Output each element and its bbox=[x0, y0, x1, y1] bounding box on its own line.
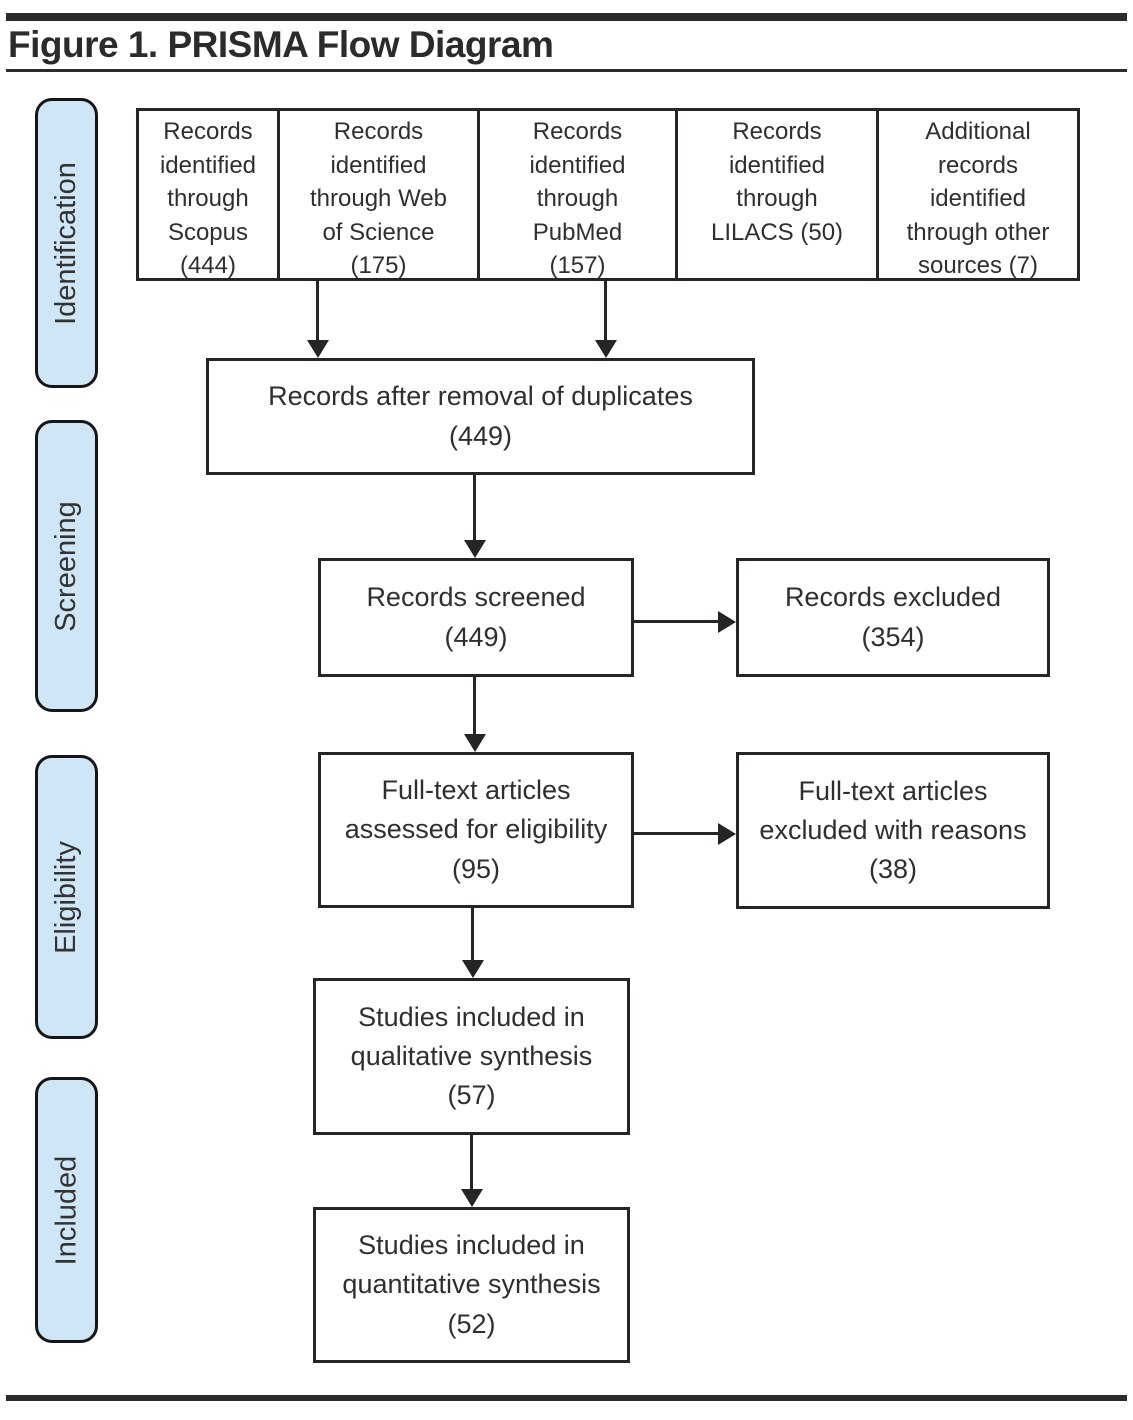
box-text: Additional records identified through ot… bbox=[906, 118, 1050, 280]
box-quantitative-synthesis: Studies included in quantitative synthes… bbox=[313, 1207, 630, 1363]
arrowhead-down-icon bbox=[595, 340, 617, 358]
arrow-screened-to-fulltext bbox=[473, 677, 476, 736]
arrow-fulltext-to-qualitative bbox=[471, 908, 474, 962]
box-text: Records identified through LILACS (50) bbox=[710, 118, 844, 246]
arrowhead-down-icon bbox=[464, 540, 486, 558]
box-text: Records identified through Web of Scienc… bbox=[310, 118, 447, 280]
box-records-scopus: Records identified through Scopus (444) bbox=[136, 108, 280, 281]
box-records-other-sources: Additional records identified through ot… bbox=[876, 108, 1080, 281]
arrowhead-down-icon bbox=[464, 734, 486, 752]
stage-label-included: Included bbox=[35, 1077, 98, 1343]
box-text: Records after removal of duplicates (449… bbox=[268, 381, 693, 451]
top-rule bbox=[6, 13, 1127, 21]
stage-label-identification: Identification bbox=[35, 98, 98, 388]
arrowhead-down-icon bbox=[307, 340, 329, 358]
title-rule bbox=[6, 69, 1127, 72]
arrowhead-right-icon bbox=[718, 823, 736, 845]
arrow-webofscience-to-duplicates bbox=[316, 281, 319, 342]
arrowhead-down-icon bbox=[461, 1189, 483, 1207]
arrow-duplicates-to-screened bbox=[473, 475, 476, 542]
box-text: Studies included in qualitative synthesi… bbox=[350, 1001, 593, 1111]
box-fulltext-assessed: Full-text articles assessed for eligibil… bbox=[318, 752, 634, 908]
box-records-lilacs: Records identified through LILACS (50) bbox=[675, 108, 879, 281]
source-boxes-row: Records identified through Scopus (444) … bbox=[136, 108, 1080, 281]
box-text: Full-text articles excluded with reasons… bbox=[759, 775, 1027, 885]
box-fulltext-excluded: Full-text articles excluded with reasons… bbox=[736, 752, 1050, 909]
bottom-rule bbox=[6, 1395, 1127, 1401]
box-records-after-duplicates: Records after removal of duplicates (449… bbox=[206, 358, 755, 475]
box-records-web-of-science: Records identified through Web of Scienc… bbox=[277, 108, 480, 281]
arrow-screened-to-excluded bbox=[634, 620, 720, 623]
arrow-qualitative-to-quantitative bbox=[470, 1134, 473, 1191]
box-records-pubmed: Records identified through PubMed (157) bbox=[477, 108, 678, 281]
box-text: Records identified through PubMed (157) bbox=[529, 118, 626, 280]
figure-title: Figure 1. PRISMA Flow Diagram bbox=[8, 24, 554, 65]
box-qualitative-synthesis: Studies included in qualitative synthesi… bbox=[313, 978, 630, 1135]
stage-label-eligibility: Eligibility bbox=[35, 755, 98, 1039]
box-text: Records screened (449) bbox=[366, 582, 586, 652]
stage-label-screening: Screening bbox=[35, 420, 98, 712]
arrowhead-right-icon bbox=[718, 611, 736, 633]
stage-label-text: Included bbox=[50, 1155, 82, 1265]
arrowhead-down-icon bbox=[462, 960, 484, 978]
stage-label-text: Screening bbox=[50, 500, 82, 632]
box-text: Records excluded (354) bbox=[784, 582, 1002, 652]
box-text: Records identified through Scopus (444) bbox=[159, 118, 257, 280]
box-text: Full-text articles assessed for eligibil… bbox=[344, 775, 608, 884]
box-records-excluded: Records excluded (354) bbox=[736, 558, 1050, 677]
stage-label-text: Eligibility bbox=[50, 840, 83, 954]
box-records-screened: Records screened (449) bbox=[318, 558, 634, 677]
arrow-pubmed-to-duplicates bbox=[604, 281, 607, 342]
box-text: Studies included in quantitative synthes… bbox=[342, 1230, 601, 1339]
stage-label-text: Identification bbox=[50, 161, 83, 325]
arrow-fulltext-to-excluded bbox=[634, 832, 720, 835]
